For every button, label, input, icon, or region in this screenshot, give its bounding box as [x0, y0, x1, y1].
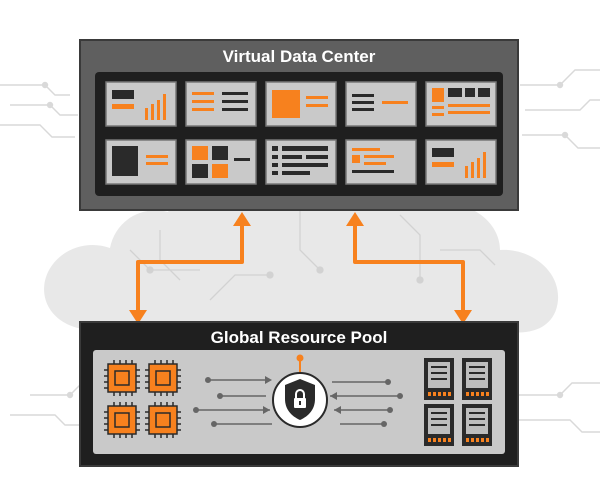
server-icon: [462, 404, 492, 446]
vdc-title: Virtual Data Center: [223, 47, 376, 66]
screen-tile-list: [185, 81, 257, 127]
circuit-background: [0, 69, 600, 433]
right-connector: [353, 224, 465, 316]
connector-arrows: [136, 224, 465, 316]
screen-tile-grid: [425, 81, 497, 127]
screen-tile-bars: [345, 139, 417, 185]
screen-tile-table: [265, 139, 337, 185]
security-node: [272, 354, 328, 428]
cpu-icon: [145, 360, 181, 396]
server-icon: [424, 358, 454, 400]
arrowheads: [129, 212, 472, 324]
pool-title: Global Resource Pool: [211, 328, 388, 347]
screen-tile-block: [265, 81, 337, 127]
screen-tile-dash: [345, 81, 417, 127]
flow-arrowheads: [263, 376, 341, 414]
cpu-icon: [145, 402, 181, 438]
flow-dots: [193, 377, 403, 427]
screen-tile-chart-alt: [425, 139, 497, 185]
screen-tile-split: [185, 139, 257, 185]
global-resource-pool-panel: Global Resource Pool: [79, 321, 519, 467]
left-connector: [136, 224, 244, 316]
cpu-icon: [104, 360, 140, 396]
cpu-icon: [104, 402, 140, 438]
screen-tile-chart: [105, 81, 177, 127]
cpu-chips: [104, 360, 181, 438]
server-icon: [462, 358, 492, 400]
servers: [424, 358, 492, 446]
screen-tile-square: [105, 139, 177, 185]
virtual-data-center-panel: Virtual Data Center: [79, 39, 519, 211]
shield-lock-icon: [285, 379, 315, 420]
server-icon: [424, 404, 454, 446]
flow-lines: [196, 379, 400, 425]
